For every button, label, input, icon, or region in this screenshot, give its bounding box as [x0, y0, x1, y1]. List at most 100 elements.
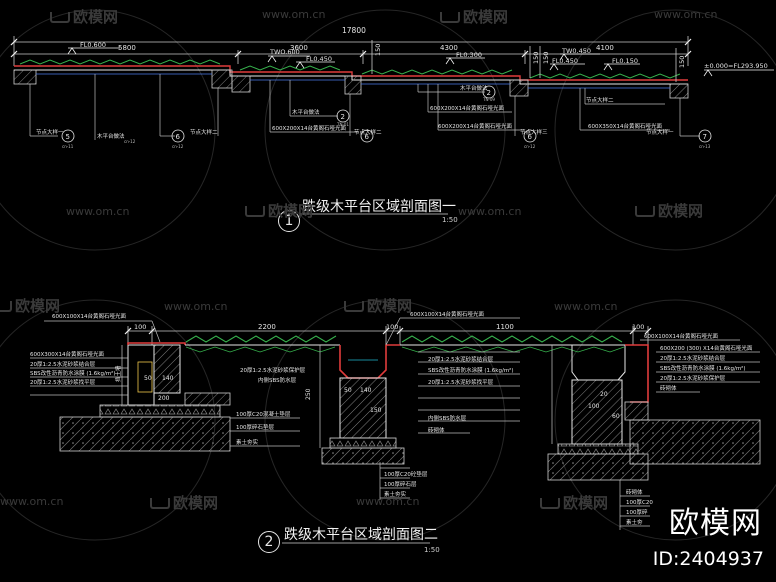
s2-small-4: 50 — [344, 387, 352, 394]
s2-left-6: 100厚C20混凝土垫层 — [236, 410, 291, 418]
s2-dim-2: 2200 — [258, 323, 276, 331]
s2-left-4: SBS改性沥青防水涂膜 (1.6kg/m²) — [30, 369, 116, 377]
s2-mid-10: 100厚碎石层 — [384, 480, 417, 488]
callout-num-4: 6 — [365, 133, 370, 141]
watermark-site-6: www.om.cn — [554, 300, 618, 313]
sofa-icon — [635, 206, 655, 217]
watermark-logo-text: 欧模网 — [15, 297, 61, 315]
watermark-logo-text: 欧模网 — [268, 202, 314, 220]
callout-num-5: 2 — [487, 89, 491, 97]
s2-mid-2: 内侧SBS防水层 — [258, 376, 297, 384]
s2-mid-4: 20厚1:2.5水泥砂浆结合层 — [428, 355, 494, 363]
left-planter — [59, 342, 231, 452]
callout-1: 节点大样一 — [36, 128, 64, 136]
sofa-icon — [540, 498, 560, 509]
material-3: 600X200X14台黄阁石哑光面 — [438, 122, 513, 130]
s2-left-5: 20厚1:2.5水泥砂浆找平层 — [30, 378, 96, 386]
s2-small-5: 140 — [360, 387, 372, 394]
s2-left-8: 素土夯实 — [236, 438, 259, 446]
s2-mid-6: 20厚1:2.5水泥砂浆找平层 — [428, 378, 494, 386]
watermark-site-7: www.om.cn — [0, 495, 64, 508]
section-1-text: 17800 5800 3600 4300 4100 FL0.600 TWO.60… — [36, 26, 768, 149]
sofa-icon — [440, 12, 460, 23]
watermark-logo-1: 欧模网 — [50, 6, 118, 27]
watermark-site-1: www.om.cn — [262, 8, 326, 21]
sofa-icon — [50, 12, 70, 23]
section-1-drawing — [10, 36, 774, 140]
s2-small-2: 50 — [144, 375, 152, 382]
vdim-2: 150 — [532, 52, 540, 64]
callout-9: 节点大样一 — [646, 128, 674, 136]
s2-right-4: SBS改性沥青防水涂膜 (1.6kg/m²) — [660, 364, 746, 372]
s2-left-1: 600X100X14台黄阁石哑光面 — [52, 312, 127, 320]
brand-logo-text: 欧模网 — [669, 506, 762, 541]
watermark-logo-3: 欧模网 — [245, 200, 313, 221]
level-7: FL0.150 — [612, 57, 638, 65]
section-1-title: 跌级木平台区域剖面图一 — [302, 199, 456, 215]
watermark-logo-text: 欧模网 — [658, 202, 704, 220]
s2-mid-8: 砖砌体 — [428, 426, 445, 434]
s2-right-6: 砖砌体 — [660, 384, 677, 392]
s2-small-3: 140 — [162, 375, 174, 382]
s2-dim-1: 100 — [134, 323, 146, 331]
material-4: 600X350X14台黄阁石哑光面 — [588, 122, 663, 130]
watermark-logo-5: 欧模网 — [0, 295, 60, 316]
material-1: 600X200X14台黄阁石哑光面 — [272, 124, 347, 132]
s2-small-1: 200 — [158, 395, 170, 402]
s2-small-7: 250 — [305, 388, 312, 400]
callout-num-1: 5 — [66, 133, 70, 141]
callout-2: 木平台做法 — [97, 132, 125, 140]
watermark-logo-2: 欧模网 — [440, 6, 508, 27]
s2-right-5: 20厚1:2.5水泥砂浆保护层 — [660, 374, 726, 382]
vdim-4: 150 — [678, 56, 686, 68]
s2-mid-7: 内侧SBS防水层 — [428, 414, 467, 422]
middle-planter — [321, 344, 405, 465]
watermark-logo-text: 欧模网 — [563, 494, 609, 512]
watermark-site-5: www.om.cn — [164, 300, 228, 313]
vdim-3: 150 — [542, 52, 550, 64]
level-8: ±0.000=FL293.950 — [704, 62, 768, 70]
level-1: FL0.600 — [80, 41, 106, 49]
dim-seg-1: 5800 — [118, 44, 136, 52]
watermark-logo-text: 欧模网 — [73, 8, 119, 26]
sofa-icon — [0, 301, 12, 312]
level-6: TW0.450 — [561, 47, 591, 55]
level-5: FL0.450 — [552, 57, 578, 65]
watermark-logo-text: 欧模网 — [463, 8, 509, 26]
section-2-number: 2 — [258, 531, 280, 553]
watermark-logo-7: 欧模网 — [150, 492, 218, 513]
s2-mid-1: 20厚1:2.5水泥砂浆保护层 — [240, 366, 306, 374]
watermark-site-4: www.om.cn — [458, 205, 522, 218]
watermark-logo-6: 欧模网 — [344, 295, 412, 316]
material-2: 600X200X14台黄阁石哑光面 — [430, 104, 505, 112]
watermark-site-3: www.om.cn — [66, 205, 130, 218]
callout-6: 木平台做法 — [460, 84, 488, 92]
sofa-icon — [344, 301, 364, 312]
s2-wall-label: 挡土墙 — [114, 365, 122, 382]
s2-small-9: 20 — [600, 391, 608, 398]
dim-seg-3: 4300 — [440, 44, 458, 52]
callout-ref-6: cn-12 — [524, 144, 536, 149]
s2-left-7: 100厚碎石垫层 — [236, 423, 274, 431]
watermark-site-2: www.om.cn — [654, 8, 718, 21]
brand-id: ID:2404937 — [652, 548, 764, 570]
callout-ref-3: TN-01 — [336, 122, 349, 127]
s2-dim-4: 1100 — [496, 323, 514, 331]
s2-br-3: 100厚碎 — [626, 508, 648, 516]
level-4: FL0.300 — [456, 51, 482, 59]
vdim-1: 150 — [374, 44, 382, 56]
callout-ref-4: cn-12 — [172, 144, 184, 149]
callout-num-2: 6 — [176, 133, 181, 141]
s2-small-6: 150 — [370, 407, 382, 414]
callout-ref-2: cn-12 — [124, 139, 136, 144]
s2-mid-5: SBS改性沥青防水涂膜 (1.6kg/m²) — [428, 366, 514, 374]
s2-right-1: 600X100X14台黄阁石哑光面 — [644, 332, 719, 340]
section-2-scale: 1:50 — [424, 546, 440, 554]
s2-right-2: 600X200 (300) X14台黄阁石哑光面 — [660, 344, 753, 352]
callout-5: 节点大样二 — [354, 128, 382, 136]
level-2: TWO.600 — [269, 48, 300, 56]
callout-num-7: 7 — [703, 133, 707, 141]
s2-dim-3: 100 — [386, 323, 398, 331]
